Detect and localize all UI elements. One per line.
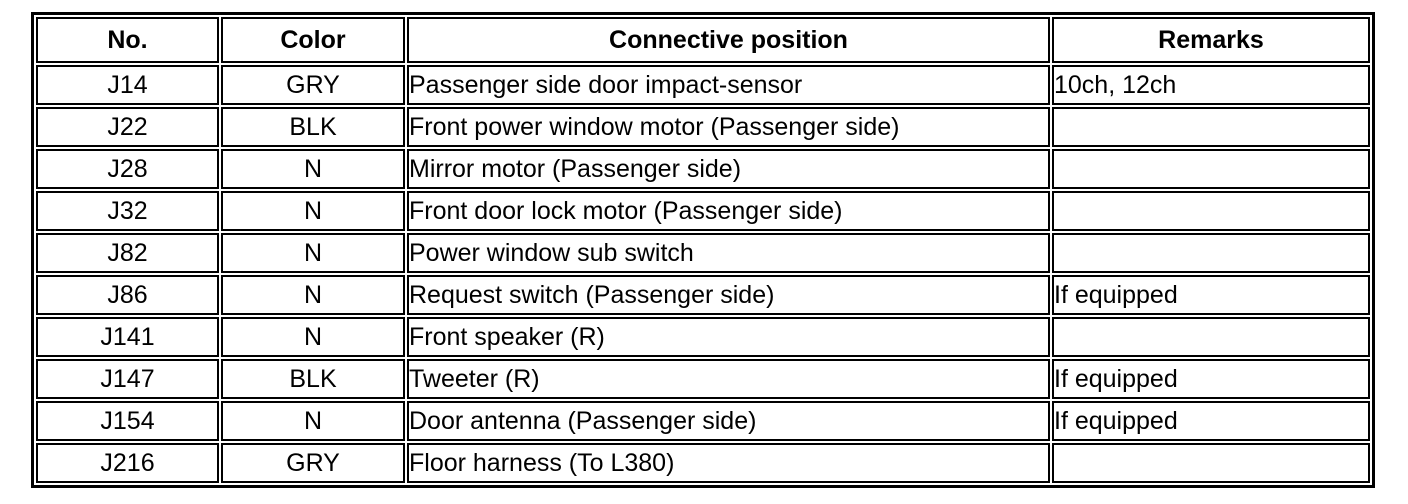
cell-no: J28 [36, 149, 219, 189]
cell-no: J22 [36, 107, 219, 147]
cell-no: J82 [36, 233, 219, 273]
cell-remarks [1052, 107, 1370, 147]
column-header-no: No. [36, 17, 219, 63]
cell-color: GRY [221, 65, 405, 105]
cell-color: GRY [221, 443, 405, 483]
cell-remarks: If equipped [1052, 275, 1370, 315]
cell-position: Passenger side door impact-sensor [407, 65, 1050, 105]
cell-no: J216 [36, 443, 219, 483]
column-header-color: Color [221, 17, 405, 63]
cell-color: BLK [221, 107, 405, 147]
cell-color: BLK [221, 359, 405, 399]
cell-no: J141 [36, 317, 219, 357]
cell-no: J86 [36, 275, 219, 315]
column-header-remarks: Remarks [1052, 17, 1370, 63]
cell-remarks [1052, 233, 1370, 273]
cell-no: J154 [36, 401, 219, 441]
cell-position: Door antenna (Passenger side) [407, 401, 1050, 441]
cell-position: Tweeter (R) [407, 359, 1050, 399]
cell-remarks [1052, 149, 1370, 189]
cell-no: J14 [36, 65, 219, 105]
cell-color: N [221, 317, 405, 357]
cell-position: Power window sub switch [407, 233, 1050, 273]
cell-position: Front speaker (R) [407, 317, 1050, 357]
cell-no: J32 [36, 191, 219, 231]
cell-color: N [221, 275, 405, 315]
cell-no: J147 [36, 359, 219, 399]
cell-position: Front power window motor (Passenger side… [407, 107, 1050, 147]
cell-color: N [221, 149, 405, 189]
cell-color: N [221, 233, 405, 273]
cell-remarks [1052, 443, 1370, 483]
cell-position: Mirror motor (Passenger side) [407, 149, 1050, 189]
cell-color: N [221, 401, 405, 441]
cell-position: Request switch (Passenger side) [407, 275, 1050, 315]
cell-position: Floor harness (To L380) [407, 443, 1050, 483]
cell-position: Front door lock motor (Passenger side) [407, 191, 1050, 231]
cell-remarks: If equipped [1052, 359, 1370, 399]
cell-remarks: 10ch, 12ch [1052, 65, 1370, 105]
cell-remarks [1052, 317, 1370, 357]
cell-color: N [221, 191, 405, 231]
cell-remarks [1052, 191, 1370, 231]
column-header-position: Connective position [407, 17, 1050, 63]
cell-remarks: If equipped [1052, 401, 1370, 441]
